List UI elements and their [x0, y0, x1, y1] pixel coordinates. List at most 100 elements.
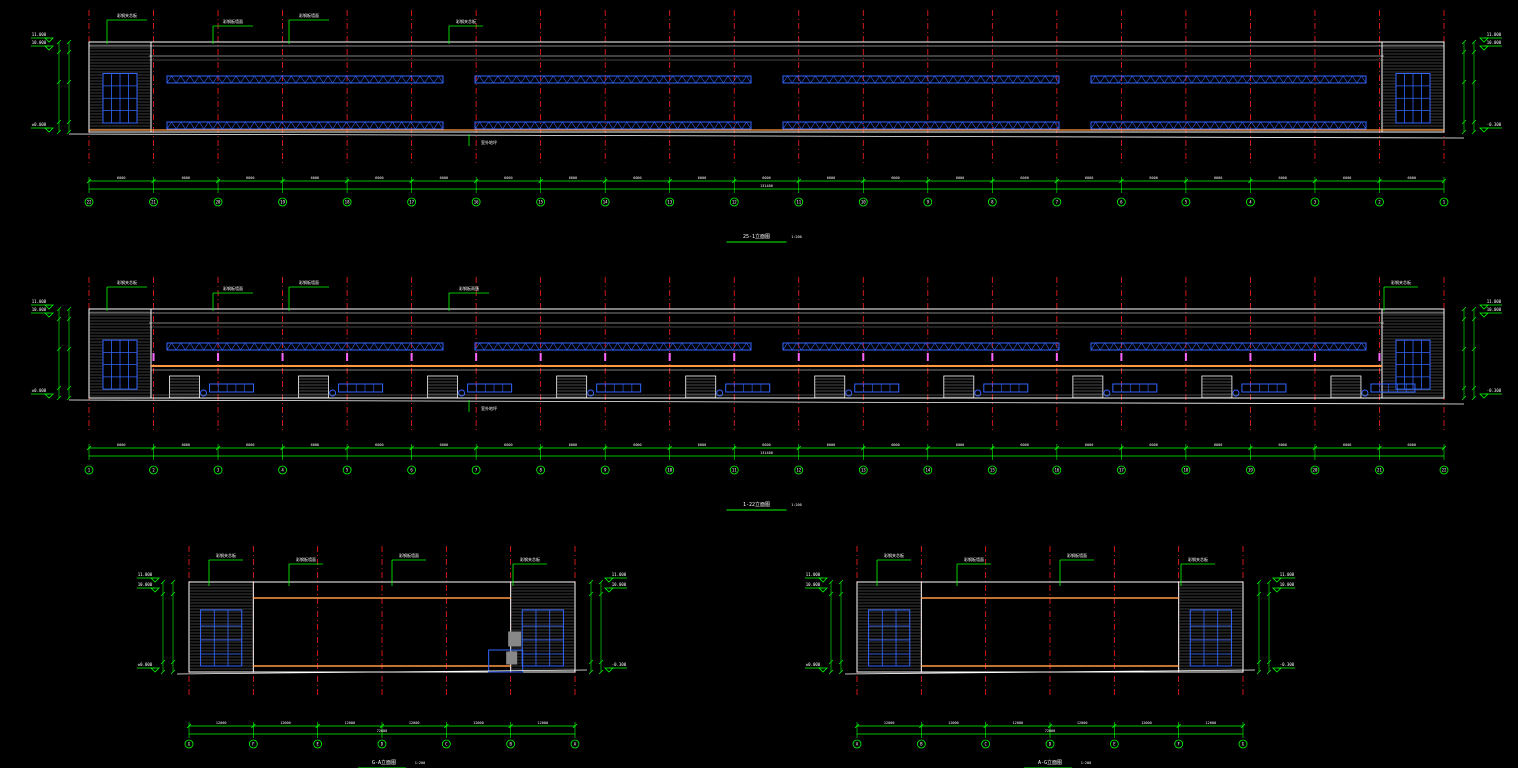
window-mullion [672, 121, 678, 130]
window-mullion [1141, 121, 1147, 130]
window-mullion [387, 75, 393, 84]
window-mullion [1136, 75, 1142, 84]
window-mullion [1274, 342, 1280, 351]
window-mullion [1109, 342, 1115, 351]
window-mullion [396, 121, 402, 130]
window-mullion [166, 121, 172, 130]
window-mullion [856, 75, 862, 84]
window-mullion [998, 342, 1005, 351]
dim-tick [1312, 178, 1318, 184]
callout-label: 彩钢夹芯板 [456, 18, 476, 24]
window-mullion [249, 121, 255, 130]
dim-tick [215, 178, 221, 184]
window-mullion [723, 75, 729, 84]
window-mullion [1113, 121, 1119, 130]
window-mullion [1173, 342, 1179, 351]
window-mullion [893, 121, 899, 130]
window-mullion [1306, 121, 1312, 130]
window-mullion [980, 75, 986, 84]
window-mullion [1246, 121, 1252, 130]
callout-label: 彩钢夹芯板 [117, 279, 137, 285]
window-mullion [888, 121, 894, 130]
window-mullion [1219, 342, 1225, 351]
axis-bubble-label: 15 [990, 468, 995, 473]
dim-tick [1471, 39, 1477, 45]
window-mullion [962, 342, 968, 351]
window-mullion [520, 121, 526, 130]
window-mullion [874, 75, 880, 84]
window-mullion [870, 75, 876, 84]
downpipe-icon [458, 389, 466, 397]
window-mullion [1264, 121, 1271, 130]
window-mullion [1127, 342, 1133, 351]
window-mullion [373, 121, 379, 130]
bay-dim-label: 6000 [698, 443, 706, 447]
window-mullion [341, 75, 347, 84]
window-mullion [290, 75, 297, 84]
window-mullion [741, 342, 747, 351]
window-mullion [166, 75, 172, 84]
window-mullion [640, 75, 646, 84]
dim-tick [925, 445, 931, 451]
window-mullion [667, 75, 674, 84]
axis-bubble-label: 21 [151, 200, 156, 205]
window-mullion [341, 121, 347, 130]
window-mullion [212, 75, 218, 84]
window-mullion [851, 121, 857, 130]
window-mullion [727, 75, 733, 84]
window-mullion [295, 342, 301, 351]
window-mullion [1168, 75, 1174, 84]
window-mullion [203, 75, 209, 84]
window-mullion [1347, 121, 1353, 130]
window-mullion [493, 75, 499, 84]
window-mullion [1260, 342, 1266, 351]
window-mullion [957, 121, 963, 130]
window-mullion [704, 342, 710, 351]
window-mullion [369, 342, 375, 351]
window-mullion [1177, 121, 1183, 130]
level-label: 10.000 [1487, 40, 1502, 45]
window-mullion [221, 121, 228, 130]
window-mullion [989, 75, 995, 84]
dim-tick [66, 395, 72, 401]
dim-tick [990, 178, 995, 184]
window-mullion [635, 121, 641, 130]
window-mullion [902, 75, 908, 84]
axis-bubble-icon [84, 197, 94, 207]
window-mullion [998, 75, 1005, 84]
dim-tick [1119, 178, 1124, 184]
dim-tick [1119, 445, 1124, 451]
window-mullion [732, 121, 738, 130]
axis-bubble-label: 6 [1120, 200, 1123, 205]
window-mullion [198, 75, 205, 84]
window-mullion [318, 75, 324, 84]
level-label: ±0.000 [806, 662, 821, 667]
window-mullion [939, 121, 945, 130]
window-mullion [654, 75, 660, 84]
window-mullion [700, 121, 706, 130]
axis-bubble-label: 4 [281, 468, 284, 473]
window-mullion [704, 121, 710, 130]
window-mullion [925, 121, 931, 130]
dim-tick [1256, 591, 1262, 597]
window-mullion [810, 75, 816, 84]
window-mullion [589, 75, 595, 84]
elevation-title: 25-1立面图 [743, 233, 770, 240]
dim-tick [170, 669, 176, 675]
window-mullion [175, 75, 182, 84]
window-mullion [295, 75, 301, 84]
window-mullion [948, 342, 954, 351]
axis-bubble-label: C [445, 742, 448, 747]
window-mullion [438, 121, 444, 130]
window-mullion [428, 121, 435, 130]
window-mullion [428, 342, 435, 351]
rolling-door [169, 375, 200, 399]
dim-tick [854, 723, 860, 729]
window-mullion [313, 342, 320, 351]
window-mullion [1026, 75, 1032, 84]
window-mullion [617, 342, 623, 351]
window-mullion [424, 342, 430, 351]
window-mullion [332, 75, 338, 84]
bay-dim-label: 6000 [1149, 443, 1157, 447]
window-mullion [713, 75, 720, 84]
